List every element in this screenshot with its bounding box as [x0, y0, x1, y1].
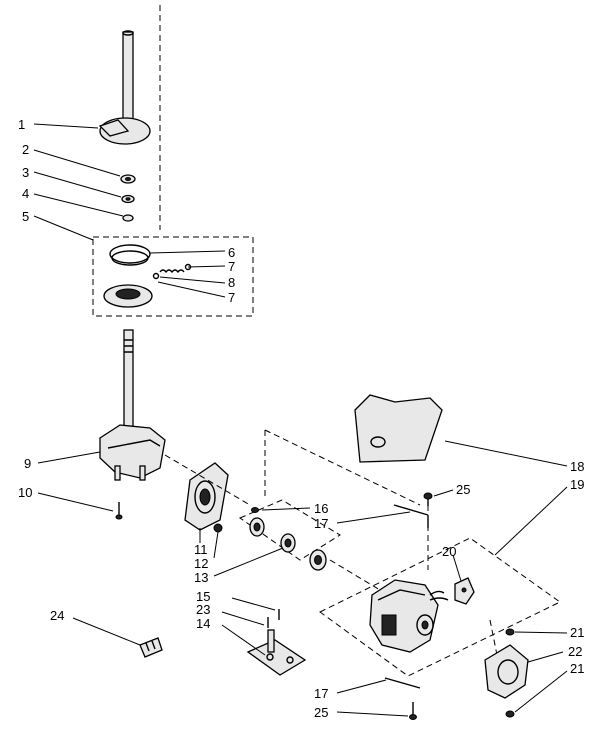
callout-11: 11: [194, 542, 208, 557]
part-20-connector: [454, 577, 475, 605]
part-13-group-box: [238, 499, 341, 561]
part-22-switch: [484, 644, 529, 699]
callout-25b: 25: [314, 705, 328, 720]
part-1-shaft-cam: [98, 30, 151, 145]
part-14-bracket: [246, 629, 307, 676]
leader-lines: [33, 123, 568, 717]
routing-dash-line-b: [264, 429, 421, 506]
callout-10: 10: [18, 485, 32, 500]
part-17-rod-lower: [384, 677, 421, 689]
callout-9: 9: [24, 456, 31, 471]
callout-7b: 7: [228, 290, 235, 305]
part-12-nut: [213, 523, 223, 533]
part-13-bearing-b: [280, 533, 296, 553]
part-11-seal-plate: [184, 462, 229, 531]
callout-25a: 25: [456, 482, 470, 497]
callout-5: 5: [22, 209, 29, 224]
callout-2: 2: [22, 142, 29, 157]
callout-12: 12: [194, 556, 208, 571]
callout-1: 1: [18, 117, 25, 132]
part-13-bearing-a: [249, 517, 265, 537]
part-9-gearcase: [99, 329, 166, 481]
part-3-washer: [121, 194, 135, 204]
callout-6: 6: [228, 245, 235, 260]
part-6-ring: [109, 244, 151, 266]
callout-21a: 21: [570, 625, 584, 640]
part-21-screw-lower: [505, 710, 515, 718]
callout-18: 18: [570, 459, 584, 474]
part-21-screw-upper: [505, 628, 515, 636]
callout-19: 19: [570, 477, 584, 492]
callout-22: 22: [568, 644, 582, 659]
callout-16: 16: [314, 501, 328, 516]
callout-4: 4: [22, 186, 29, 201]
part-24-clip: [139, 637, 163, 658]
callout-14: 14: [196, 616, 210, 631]
part-8-spring: [152, 263, 192, 280]
callout-17a: 17: [314, 516, 328, 531]
callout-23: 23: [196, 602, 210, 617]
callout-24: 24: [50, 608, 64, 623]
part-18-shield: [354, 394, 443, 463]
motor: [369, 579, 449, 653]
callout-13: 13: [194, 570, 208, 585]
callout-17b: 17: [314, 686, 328, 701]
part-4-washer: [122, 214, 134, 222]
callout-labels: 1 2 3 4 5 6 7 8 7 9 10 11 12 13 15 23 14…: [18, 117, 584, 720]
callout-8: 8: [228, 275, 235, 290]
part-25-screw-upper: [423, 492, 433, 506]
part-7-disc: [103, 284, 153, 308]
part-10-screw: [115, 502, 123, 520]
part-17-rod-upper: [393, 504, 429, 528]
part-19-group-box: [319, 537, 561, 677]
routing-dash-line-c: [164, 454, 251, 506]
part-25-screw-lower: [409, 702, 417, 720]
part-5-group-box: [92, 236, 254, 317]
callout-7a: 7: [228, 259, 235, 274]
part-2-washer: [120, 174, 136, 184]
routing-dash-line-d: [329, 559, 381, 591]
callout-3: 3: [22, 165, 29, 180]
part-13-bearing-c: [309, 549, 327, 571]
part-16-pin: [251, 507, 259, 513]
callout-20: 20: [442, 544, 456, 559]
callout-15: 15: [196, 589, 210, 604]
callout-21b: 21: [570, 661, 584, 676]
